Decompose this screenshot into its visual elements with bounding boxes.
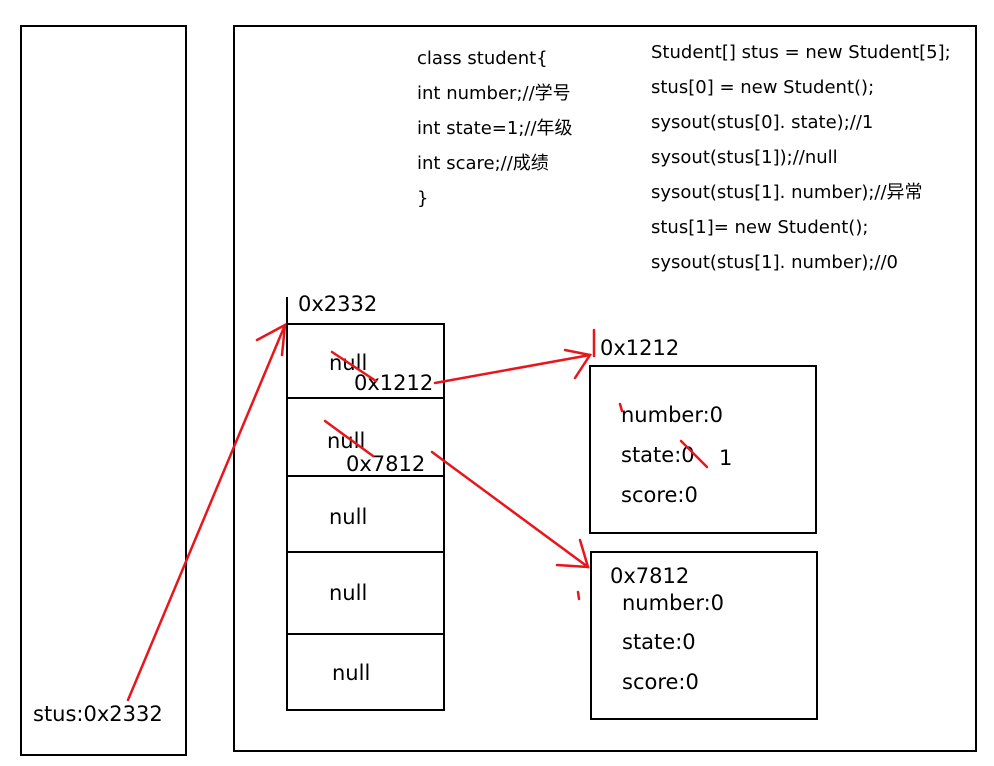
arrowhead-ref1-to-object2 — [555, 538, 590, 569]
object1-address: 0x1212 — [600, 336, 680, 360]
code-line: int number;//学号 — [417, 83, 571, 104]
code-line: } — [417, 188, 429, 209]
arrow-ref0-to-object1 — [433, 353, 592, 385]
strike-null-0 — [330, 350, 378, 383]
code-line: sysout(stus[1]. number);//异常 — [651, 182, 923, 203]
code-line: class student{ — [417, 48, 548, 69]
object1-field: score:0 — [621, 483, 698, 507]
code-line: sysout(stus[1]. number);//0 — [651, 252, 898, 273]
code-line: int scare;//成绩 — [417, 153, 549, 174]
array-cell-value: null — [329, 581, 368, 605]
object1-field: number:0 — [621, 403, 724, 427]
arrowhead-stack-to-array — [255, 322, 287, 357]
array-ref-1: 0x7812 — [346, 452, 426, 476]
array-ref-0: 0x1212 — [354, 371, 434, 395]
strike-null-1 — [323, 419, 375, 458]
stack-variable-label: stus:0x2332 — [33, 702, 163, 726]
arrowhead-ref0-to-object1 — [563, 348, 593, 380]
code-line: int state=1;//年级 — [417, 118, 573, 139]
object2-field: state:0 — [622, 630, 696, 654]
array-cell: null — [288, 475, 443, 553]
array-cell: null — [288, 397, 443, 477]
strike-state-0 — [679, 439, 709, 469]
array-cell: null — [288, 551, 443, 635]
stray-mark — [576, 590, 581, 601]
heap-frame — [233, 25, 977, 752]
stray-mark — [618, 402, 624, 413]
object1-state-new: 1 — [719, 446, 733, 470]
stack-frame: stus:0x2332 — [20, 25, 187, 756]
array-address: 0x2332 — [298, 292, 378, 316]
arrow-ref1-to-object2 — [430, 450, 590, 569]
object1-box: number:0 state:0 score:0 — [589, 365, 817, 534]
code-line: stus[0] = new Student(); — [651, 77, 875, 98]
code-line: stus[1]= new Student(); — [651, 217, 869, 238]
array-cell-value: null — [332, 661, 371, 685]
array-cell-value: null — [327, 429, 366, 453]
object2-box: 0x7812 number:0 state:0 score:0 — [590, 551, 818, 720]
code-line: sysout(stus[1]);//null — [651, 147, 838, 168]
object2-field: score:0 — [622, 670, 699, 694]
object2-address: 0x7812 — [610, 564, 690, 588]
array-cell: null — [288, 633, 443, 711]
array-cell-value: null — [329, 505, 368, 529]
object2-field: number:0 — [622, 591, 725, 615]
code-line: sysout(stus[0]. state);//1 — [651, 112, 874, 133]
arrow-stack-to-array — [126, 323, 287, 702]
object1-field: state:0 — [621, 443, 695, 467]
code-line: Student[] stus = new Student[5]; — [651, 42, 951, 63]
